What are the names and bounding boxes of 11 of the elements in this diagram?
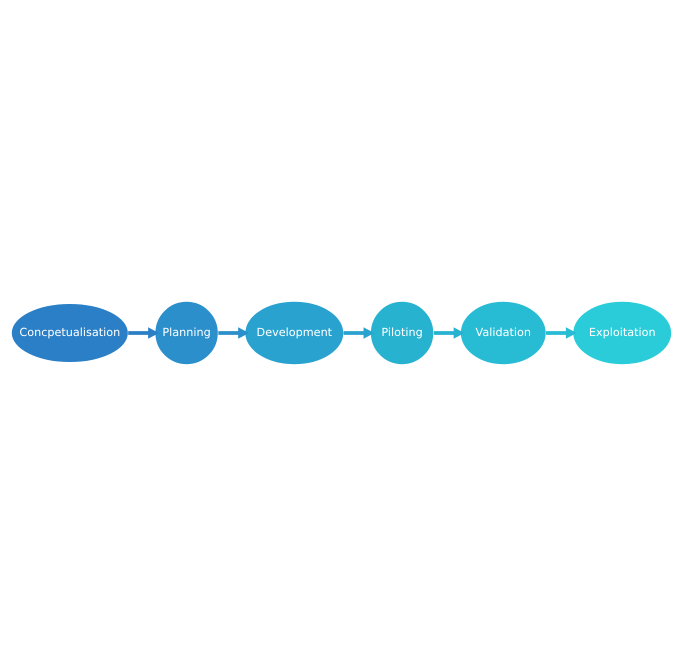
node-ellipse: Concpetualisation (11, 303, 128, 363)
node-ellipse: Validation (460, 301, 546, 365)
arrow (218, 327, 250, 339)
node-circle: Planning (154, 301, 218, 365)
arrow (546, 327, 577, 339)
arrow (128, 327, 160, 339)
node-ellipse: Exploitation (572, 301, 672, 365)
arrow (434, 327, 465, 339)
node-circle: Piloting (370, 301, 434, 365)
arrow (344, 327, 374, 339)
node-ellipse: Development (244, 301, 344, 365)
